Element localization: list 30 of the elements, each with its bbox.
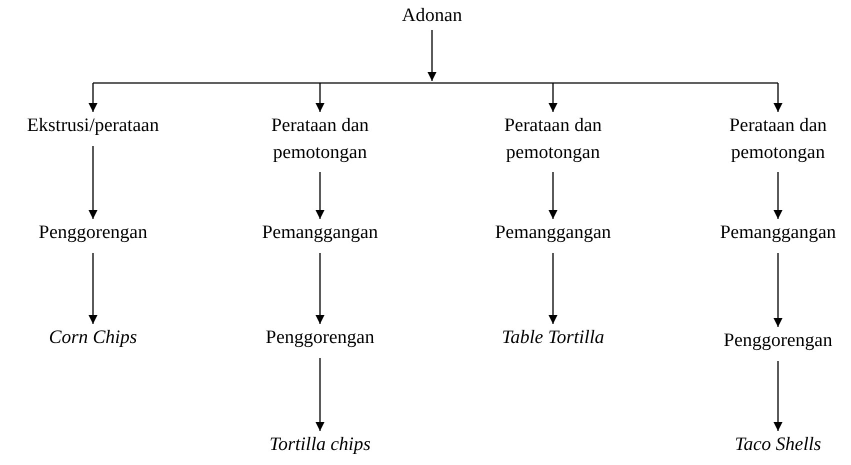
arrow xyxy=(316,172,324,219)
arrow xyxy=(316,83,324,112)
branching-arrow xyxy=(93,30,778,84)
step-label: Penggorengan xyxy=(36,220,150,247)
arrow xyxy=(88,83,98,112)
step-label: Perataan dan pemotongan xyxy=(696,113,851,166)
arrow xyxy=(774,83,782,112)
step-label: Corn Chips xyxy=(46,325,140,352)
step-label: Ekstrusi/perataan xyxy=(25,113,161,140)
arrow xyxy=(774,172,782,219)
arrow xyxy=(316,358,324,431)
step-label: Tortilla chips xyxy=(267,432,373,459)
arrow xyxy=(548,83,558,112)
step-label: Table Tortilla xyxy=(500,325,606,352)
step-label: Perataan dan pemotongan xyxy=(238,113,402,166)
step-label: Adonan xyxy=(400,3,464,30)
step-label: Taco Shells xyxy=(732,432,824,459)
arrow xyxy=(316,253,324,324)
step-label: Perataan dan pemotongan xyxy=(471,113,635,166)
arrow xyxy=(774,361,782,431)
step-label: Penggorengan xyxy=(264,325,376,352)
step-label: Pemanggangan xyxy=(492,220,614,247)
step-label: Pemanggangan xyxy=(260,220,380,247)
arrow xyxy=(774,253,782,327)
arrow xyxy=(548,172,558,219)
arrow xyxy=(88,253,98,324)
arrow xyxy=(88,146,98,219)
step-label: Pemanggangan xyxy=(718,220,838,247)
step-label: Penggorengan xyxy=(722,328,834,355)
arrow xyxy=(548,253,558,324)
